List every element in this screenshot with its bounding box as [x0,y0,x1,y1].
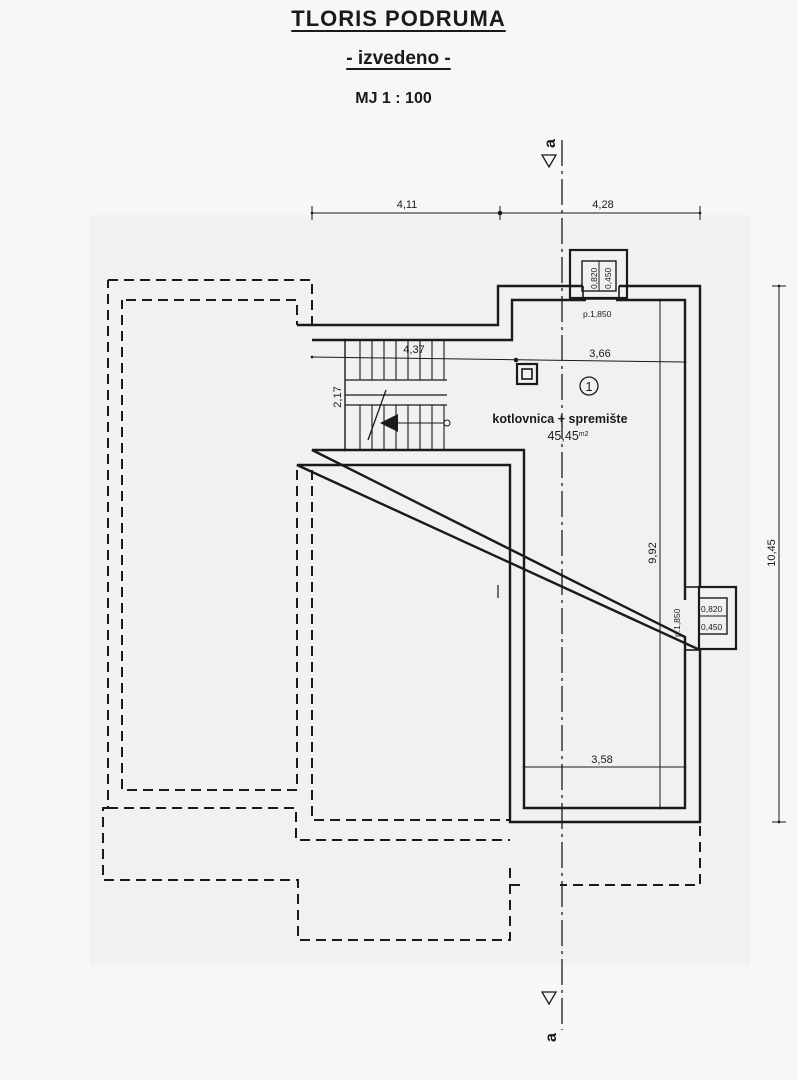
room-name: kotlovnica + spremište [492,412,627,426]
dim-total-height: 10,45 [766,539,778,567]
section-line: a a [540,139,563,1042]
dimension-lines [310,206,786,824]
room-area-unit: m2 [579,431,589,438]
light-well-right: 0,820 0,450 p.1,850 [672,585,738,651]
dim-room-width-top: 3,66 [589,348,610,360]
light-well-top: 0,820 0,450 p.1,850 [568,248,629,319]
window-top-sill: p.1,850 [583,309,612,319]
drawing-subtitle: - izvedeno - [346,48,451,69]
chimney [515,362,539,386]
dim-top-left: 4,11 [397,199,418,211]
room-number: 1 [585,379,592,394]
window-right-sill: p.1,850 [672,608,682,637]
section-label-bottom: a [543,1033,560,1042]
dim-room-length: 9,92 [647,542,659,563]
stair-direction-arrow [380,414,398,432]
room-area-line: 45,45m2 [547,429,588,443]
dim-stair-height: 2,17 [332,386,344,407]
dim-top-right: 4,28 [592,199,613,211]
upper-floor-outline [102,279,701,941]
dimension-labels: 4,11 4,28 4,37 3,66 2,17 9,92 3,58 10,45 [332,199,778,766]
paper-shade [90,215,750,965]
room-area: 45,45 [547,429,578,443]
dim-room-width-bottom: 3,58 [591,754,612,766]
room-number-circle [579,376,599,396]
window-top-height: 0,450 [603,267,613,289]
dim-stair-length: 4,37 [403,344,424,356]
basement-walls [296,284,702,824]
window-top-width: 0,820 [589,267,599,289]
room-label: 1 kotlovnica + spremište 45,45m2 [492,376,628,443]
drawing-scale: MJ 1 : 100 [355,90,432,107]
window-right-height: 0,450 [701,622,723,632]
drawing-title: TLORIS PODRUMA [291,6,506,31]
section-label-top: a [542,139,559,148]
window-right-width: 0,820 [701,604,723,614]
